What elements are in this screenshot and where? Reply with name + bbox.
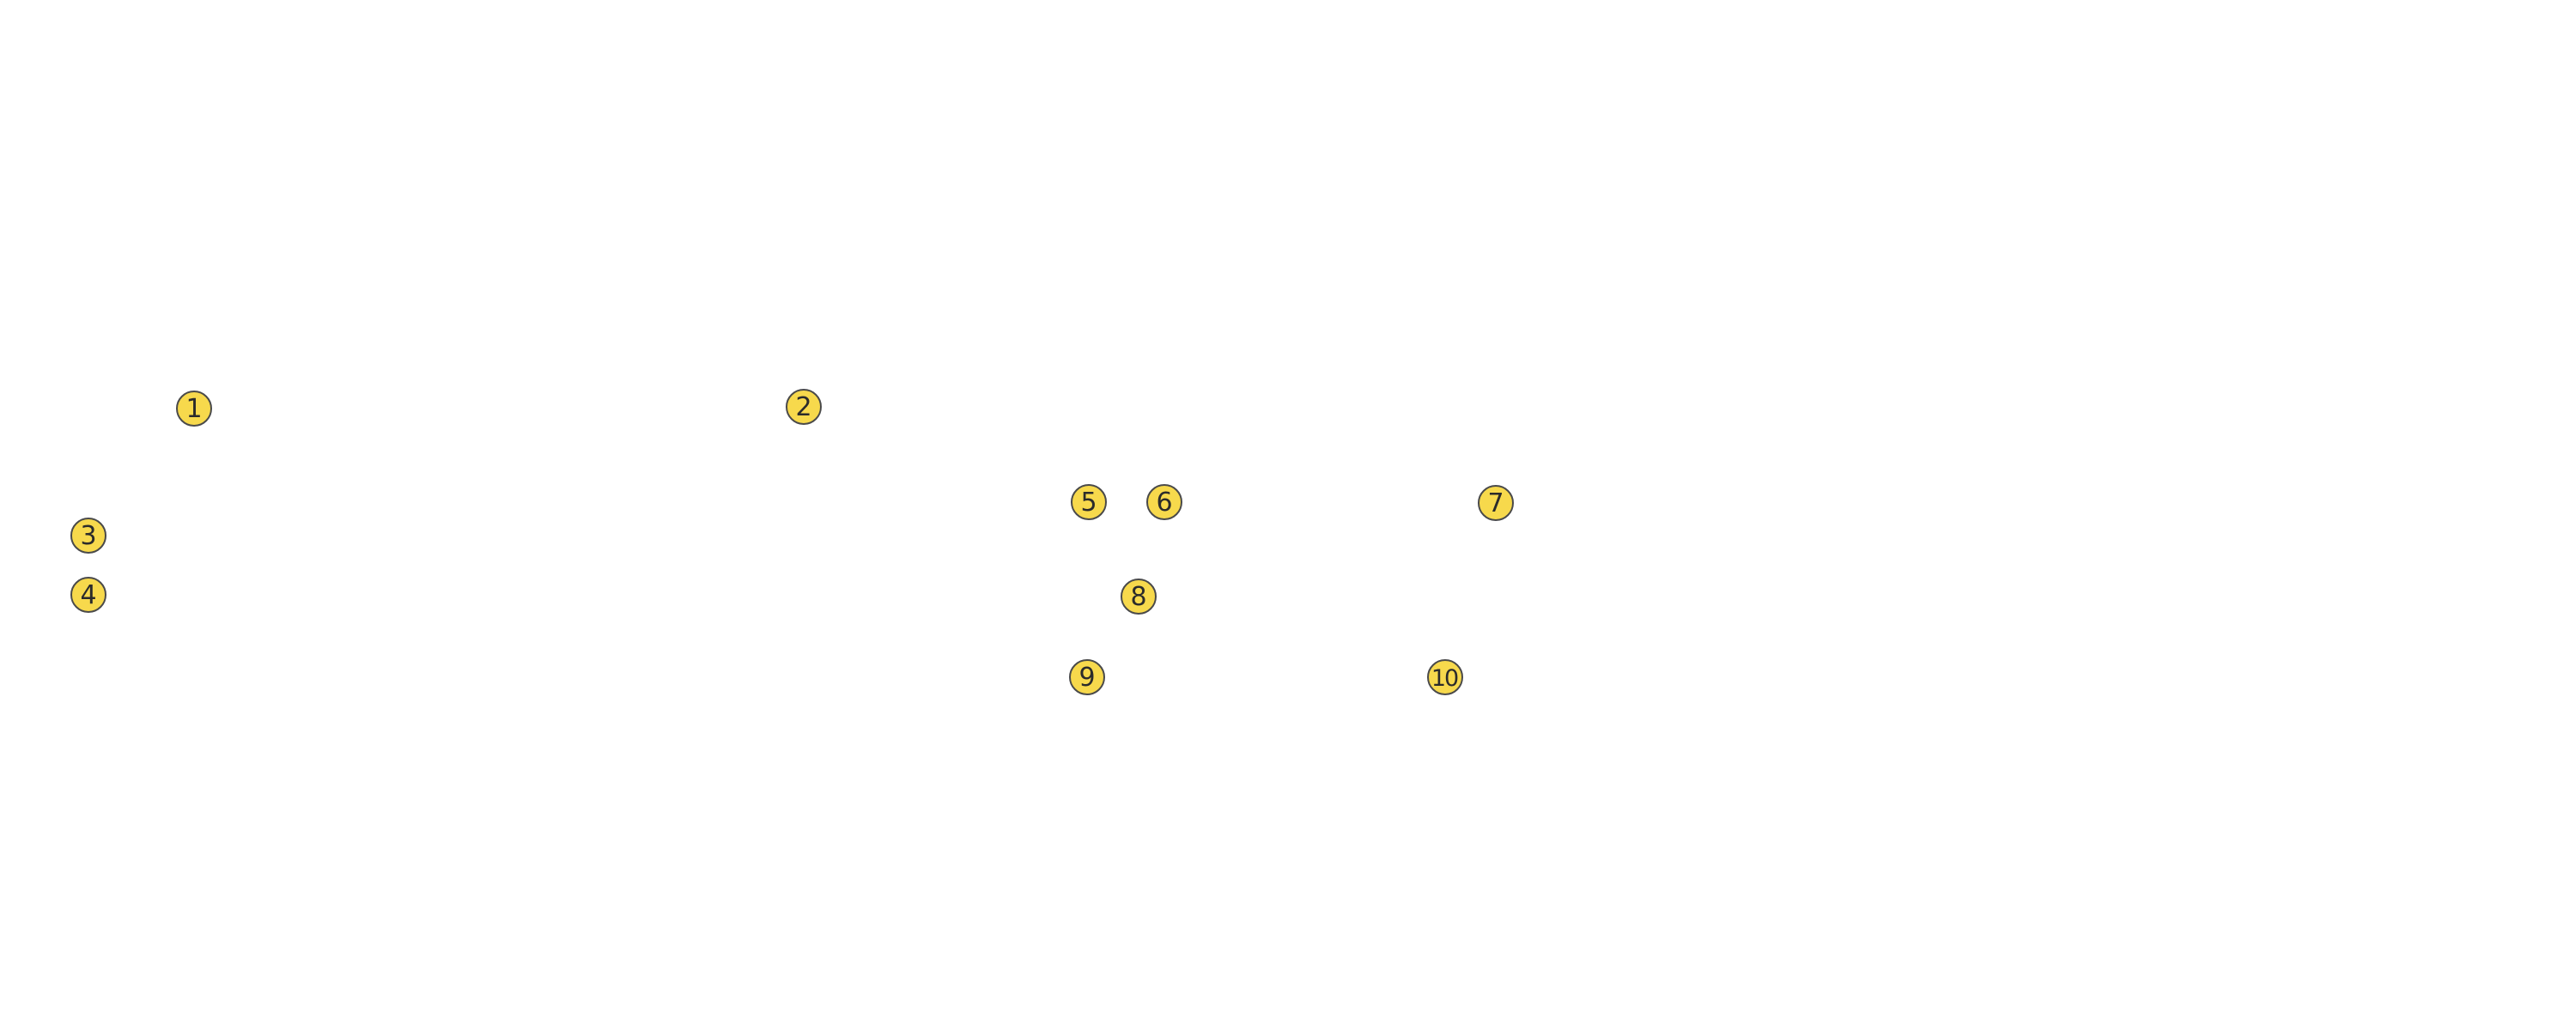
marker-5-label: 5 <box>1080 488 1097 518</box>
marker-2-label: 2 <box>795 392 812 422</box>
marker-9-label: 9 <box>1078 663 1096 693</box>
marker-3-label: 3 <box>80 521 97 551</box>
marker-10[interactable]: 10 <box>1427 659 1463 695</box>
marker-1-label: 1 <box>185 394 203 424</box>
marker-2[interactable]: 2 <box>786 389 822 425</box>
marker-6-label: 6 <box>1156 488 1173 518</box>
marker-6[interactable]: 6 <box>1146 484 1182 520</box>
marker-3[interactable]: 3 <box>70 518 106 554</box>
marker-8-label: 8 <box>1130 582 1147 612</box>
marker-4-label: 4 <box>80 580 97 610</box>
marker-5[interactable]: 5 <box>1071 484 1107 520</box>
marker-4[interactable]: 4 <box>70 577 106 613</box>
marker-7-label: 7 <box>1487 488 1504 518</box>
marker-1[interactable]: 1 <box>176 391 212 427</box>
marker-10-label: 10 <box>1431 664 1459 692</box>
marker-8[interactable]: 8 <box>1121 579 1157 615</box>
marker-7[interactable]: 7 <box>1478 485 1514 521</box>
marker-9[interactable]: 9 <box>1069 659 1105 695</box>
